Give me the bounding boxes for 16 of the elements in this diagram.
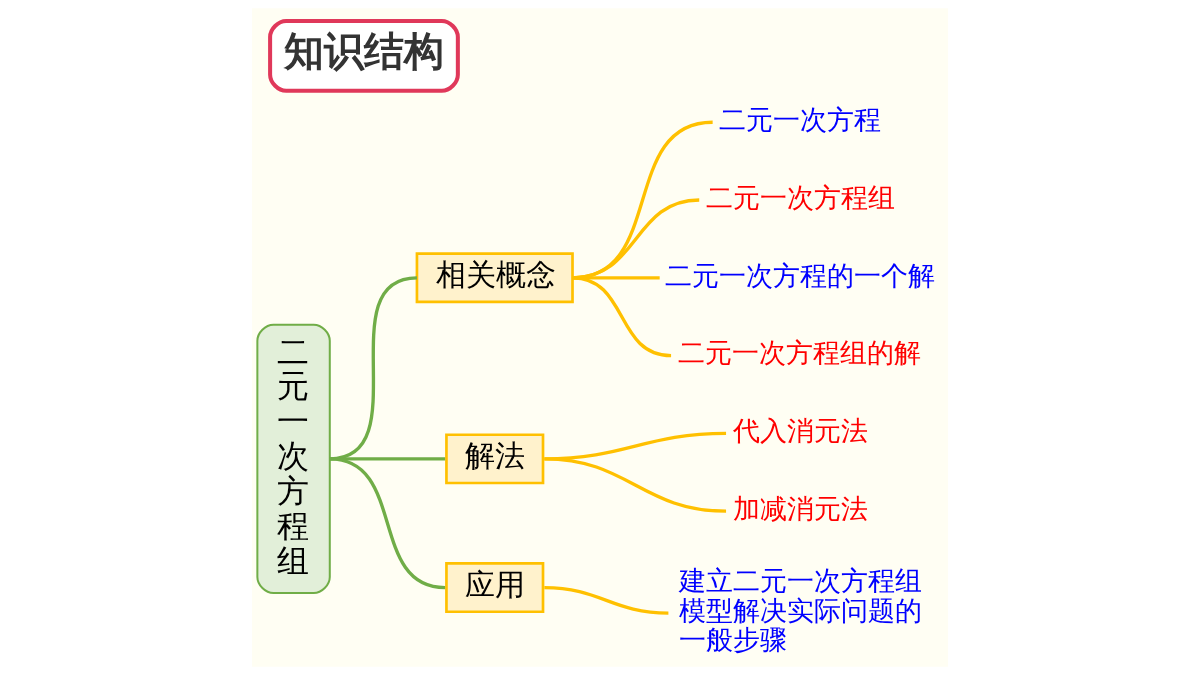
node-text: 二元一次方程组的解 [678, 337, 922, 369]
node-box: 解法 [445, 433, 545, 485]
node-box: 相关概念 [415, 252, 574, 304]
node-text: 建立二元一次方程组模型解决实际问题的一般步骤 [679, 565, 923, 656]
node-box: 应用 [445, 562, 545, 614]
node-text: 二元一次方程组 [705, 181, 895, 213]
node-text: 二元一次方程的一个解 [665, 259, 936, 291]
node-text: 二元一次方程 [719, 103, 882, 135]
connector [544, 585, 669, 615]
diagram-title: 知识结构 [283, 28, 444, 75]
node-text: 加减消元法 [732, 492, 868, 524]
node-text: 代入消元法 [732, 415, 868, 447]
connector [329, 457, 446, 590]
connector [572, 276, 672, 358]
connector [544, 457, 727, 513]
node-box: 二元一次方程组 [256, 323, 331, 594]
